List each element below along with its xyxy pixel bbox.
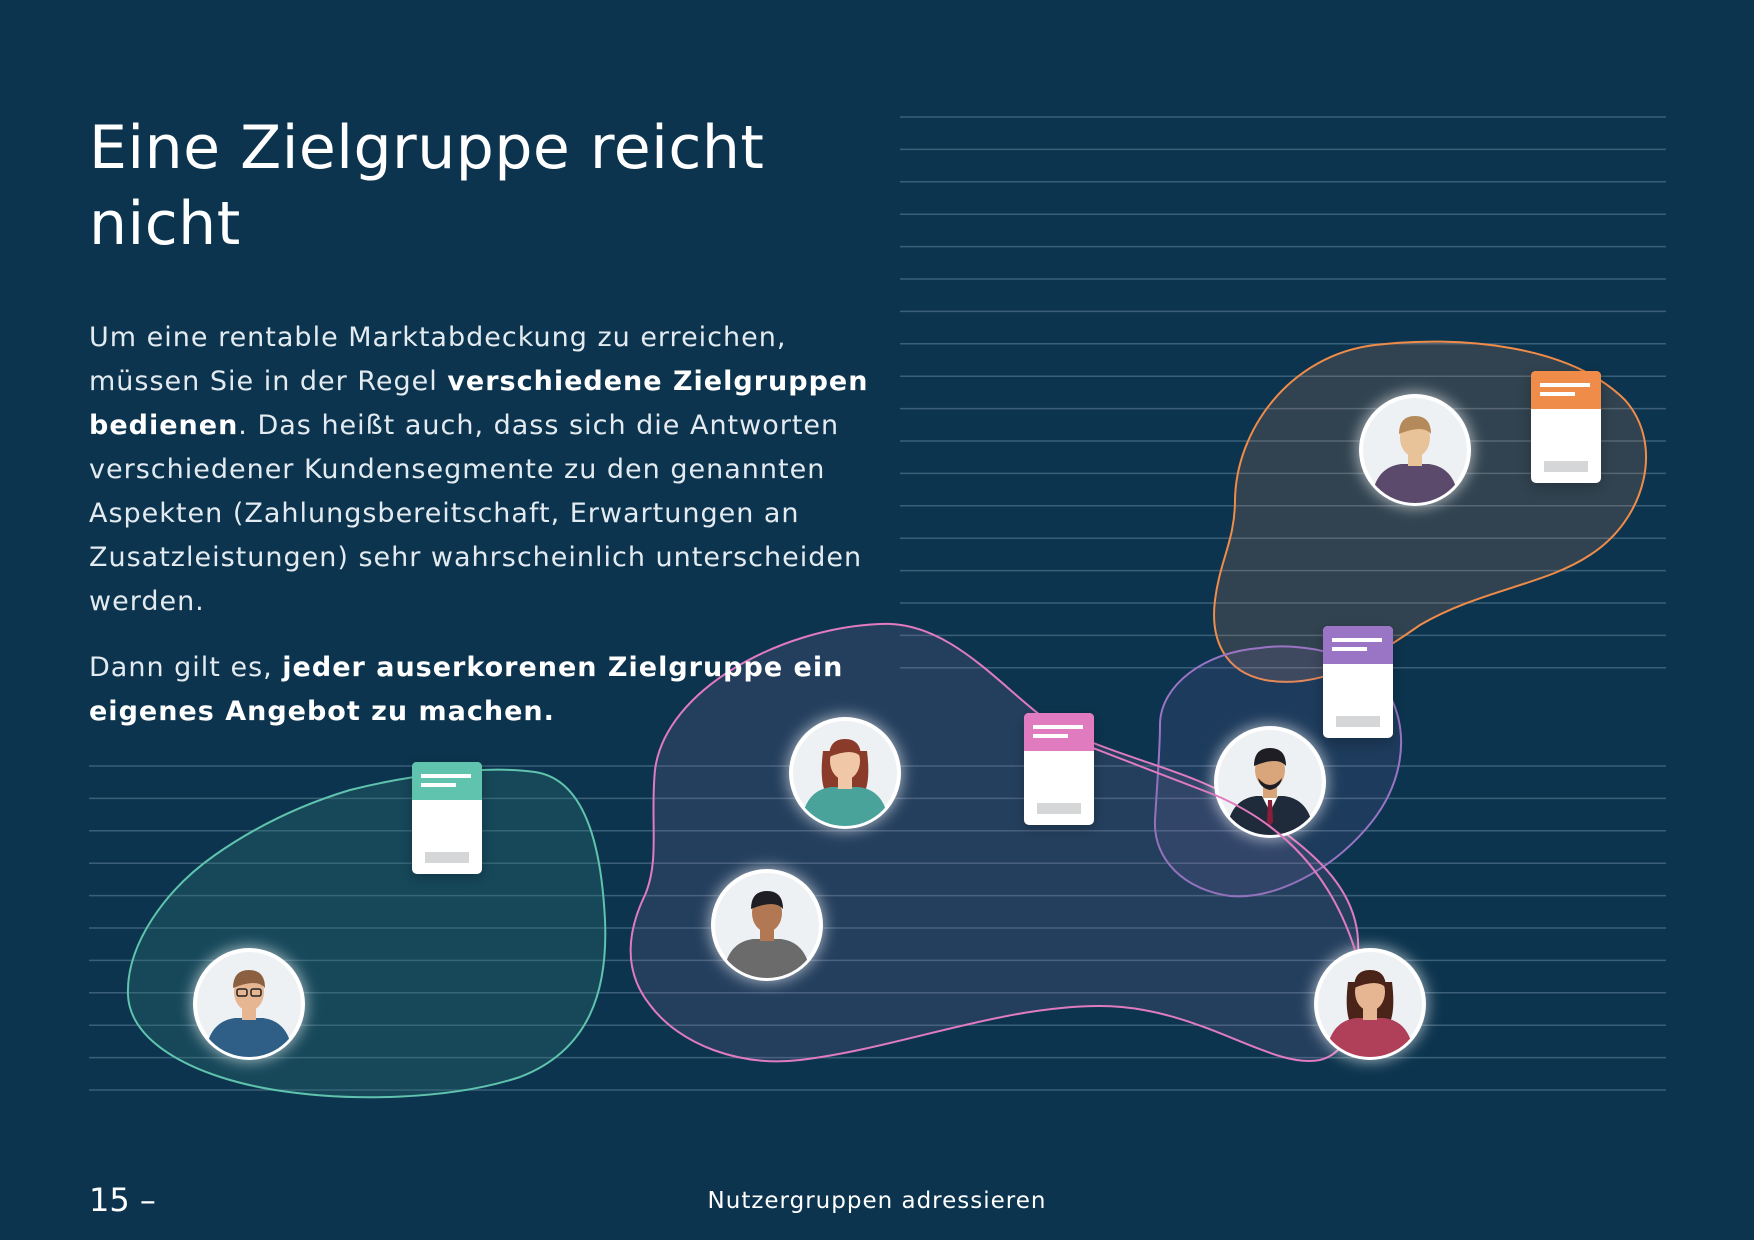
page-title-line1: Eine Zielgruppe reicht xyxy=(89,113,765,183)
person-avatar-icon xyxy=(1212,724,1328,840)
person-avatar-icon xyxy=(787,715,903,831)
intro-emphasis: verschiedene Zielgruppen bedienen xyxy=(89,366,869,441)
conclusion-text: Dann gilt es, xyxy=(89,652,283,683)
offer-card-icon xyxy=(1531,371,1601,487)
page-title-line2: nicht xyxy=(89,189,241,259)
intro-text-1: Um eine rentable Marktabdeckung zu errei… xyxy=(89,322,787,397)
offer-card-icon xyxy=(1024,713,1094,829)
person-avatar-icon xyxy=(709,867,825,983)
person-avatar-icon xyxy=(1357,392,1473,508)
footer-section-title: Nutzergruppen adressieren xyxy=(707,1188,1047,1214)
intro-text-2: . Das heißt auch, dass sich die Antworte… xyxy=(89,410,863,617)
conclusion-emphasis: jeder auserkorenen Zielgruppe ein eigene… xyxy=(89,652,844,727)
segment-blob-teal xyxy=(126,768,607,1099)
page-number: 15 – xyxy=(89,1181,156,1219)
person-avatar-icon xyxy=(191,946,307,1062)
offer-card-icon xyxy=(1323,626,1393,742)
background-lines-top xyxy=(900,116,1666,669)
connector-line xyxy=(1092,747,1356,951)
conclusion-paragraph: Dann gilt es, jeder auserkorenen Zielgru… xyxy=(89,646,869,734)
person-avatar-icon xyxy=(1312,946,1428,1062)
intro-paragraph: Um eine rentable Marktabdeckung zu errei… xyxy=(89,316,869,624)
background-lines-bottom xyxy=(89,765,1666,1091)
offer-card-icon xyxy=(412,762,482,878)
